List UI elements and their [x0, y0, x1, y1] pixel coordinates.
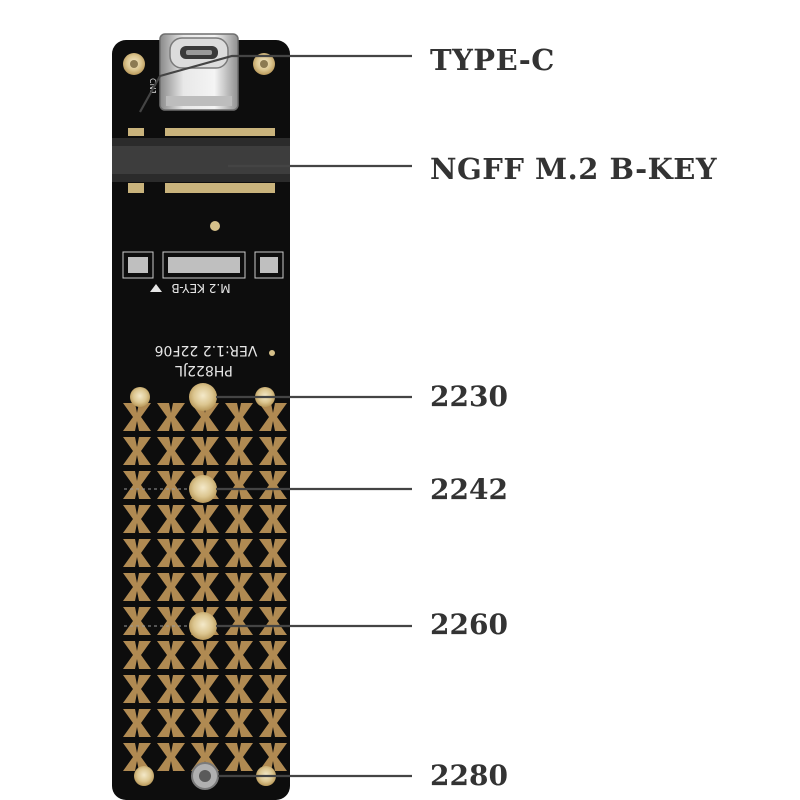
- mount-hole-2242: [189, 475, 217, 503]
- mount-hole-2230-left: [130, 387, 150, 407]
- mount-hole-2260: [189, 612, 217, 640]
- callout-type-c: TYPE-C: [430, 43, 555, 77]
- key-b-pads: [122, 251, 284, 279]
- mount-hole-2230: [189, 383, 217, 411]
- leader-type-c: [139, 54, 412, 113]
- silkscreen-version: VER:1.2 22F06: [154, 342, 257, 358]
- mount-hole-2280-left: [134, 766, 154, 786]
- copper-pattern-area: [120, 400, 290, 772]
- callout-2242: 2242: [430, 473, 508, 506]
- arrow-up-icon: [150, 284, 162, 292]
- m2-slot: [112, 128, 290, 193]
- callout-2260: 2260: [430, 608, 508, 641]
- leader-lines: [139, 54, 412, 778]
- silkscreen-model: PH822JL: [175, 362, 233, 378]
- cn1-silkscreen: CN1: [148, 78, 157, 95]
- callout-ngff-m2-b-key: NGFF M.2 B-KEY: [430, 152, 718, 186]
- callout-2230: 2230: [430, 380, 508, 413]
- callout-2280: 2280: [430, 759, 508, 792]
- silkscreen-key-b: M.2 KEY-B: [171, 281, 230, 295]
